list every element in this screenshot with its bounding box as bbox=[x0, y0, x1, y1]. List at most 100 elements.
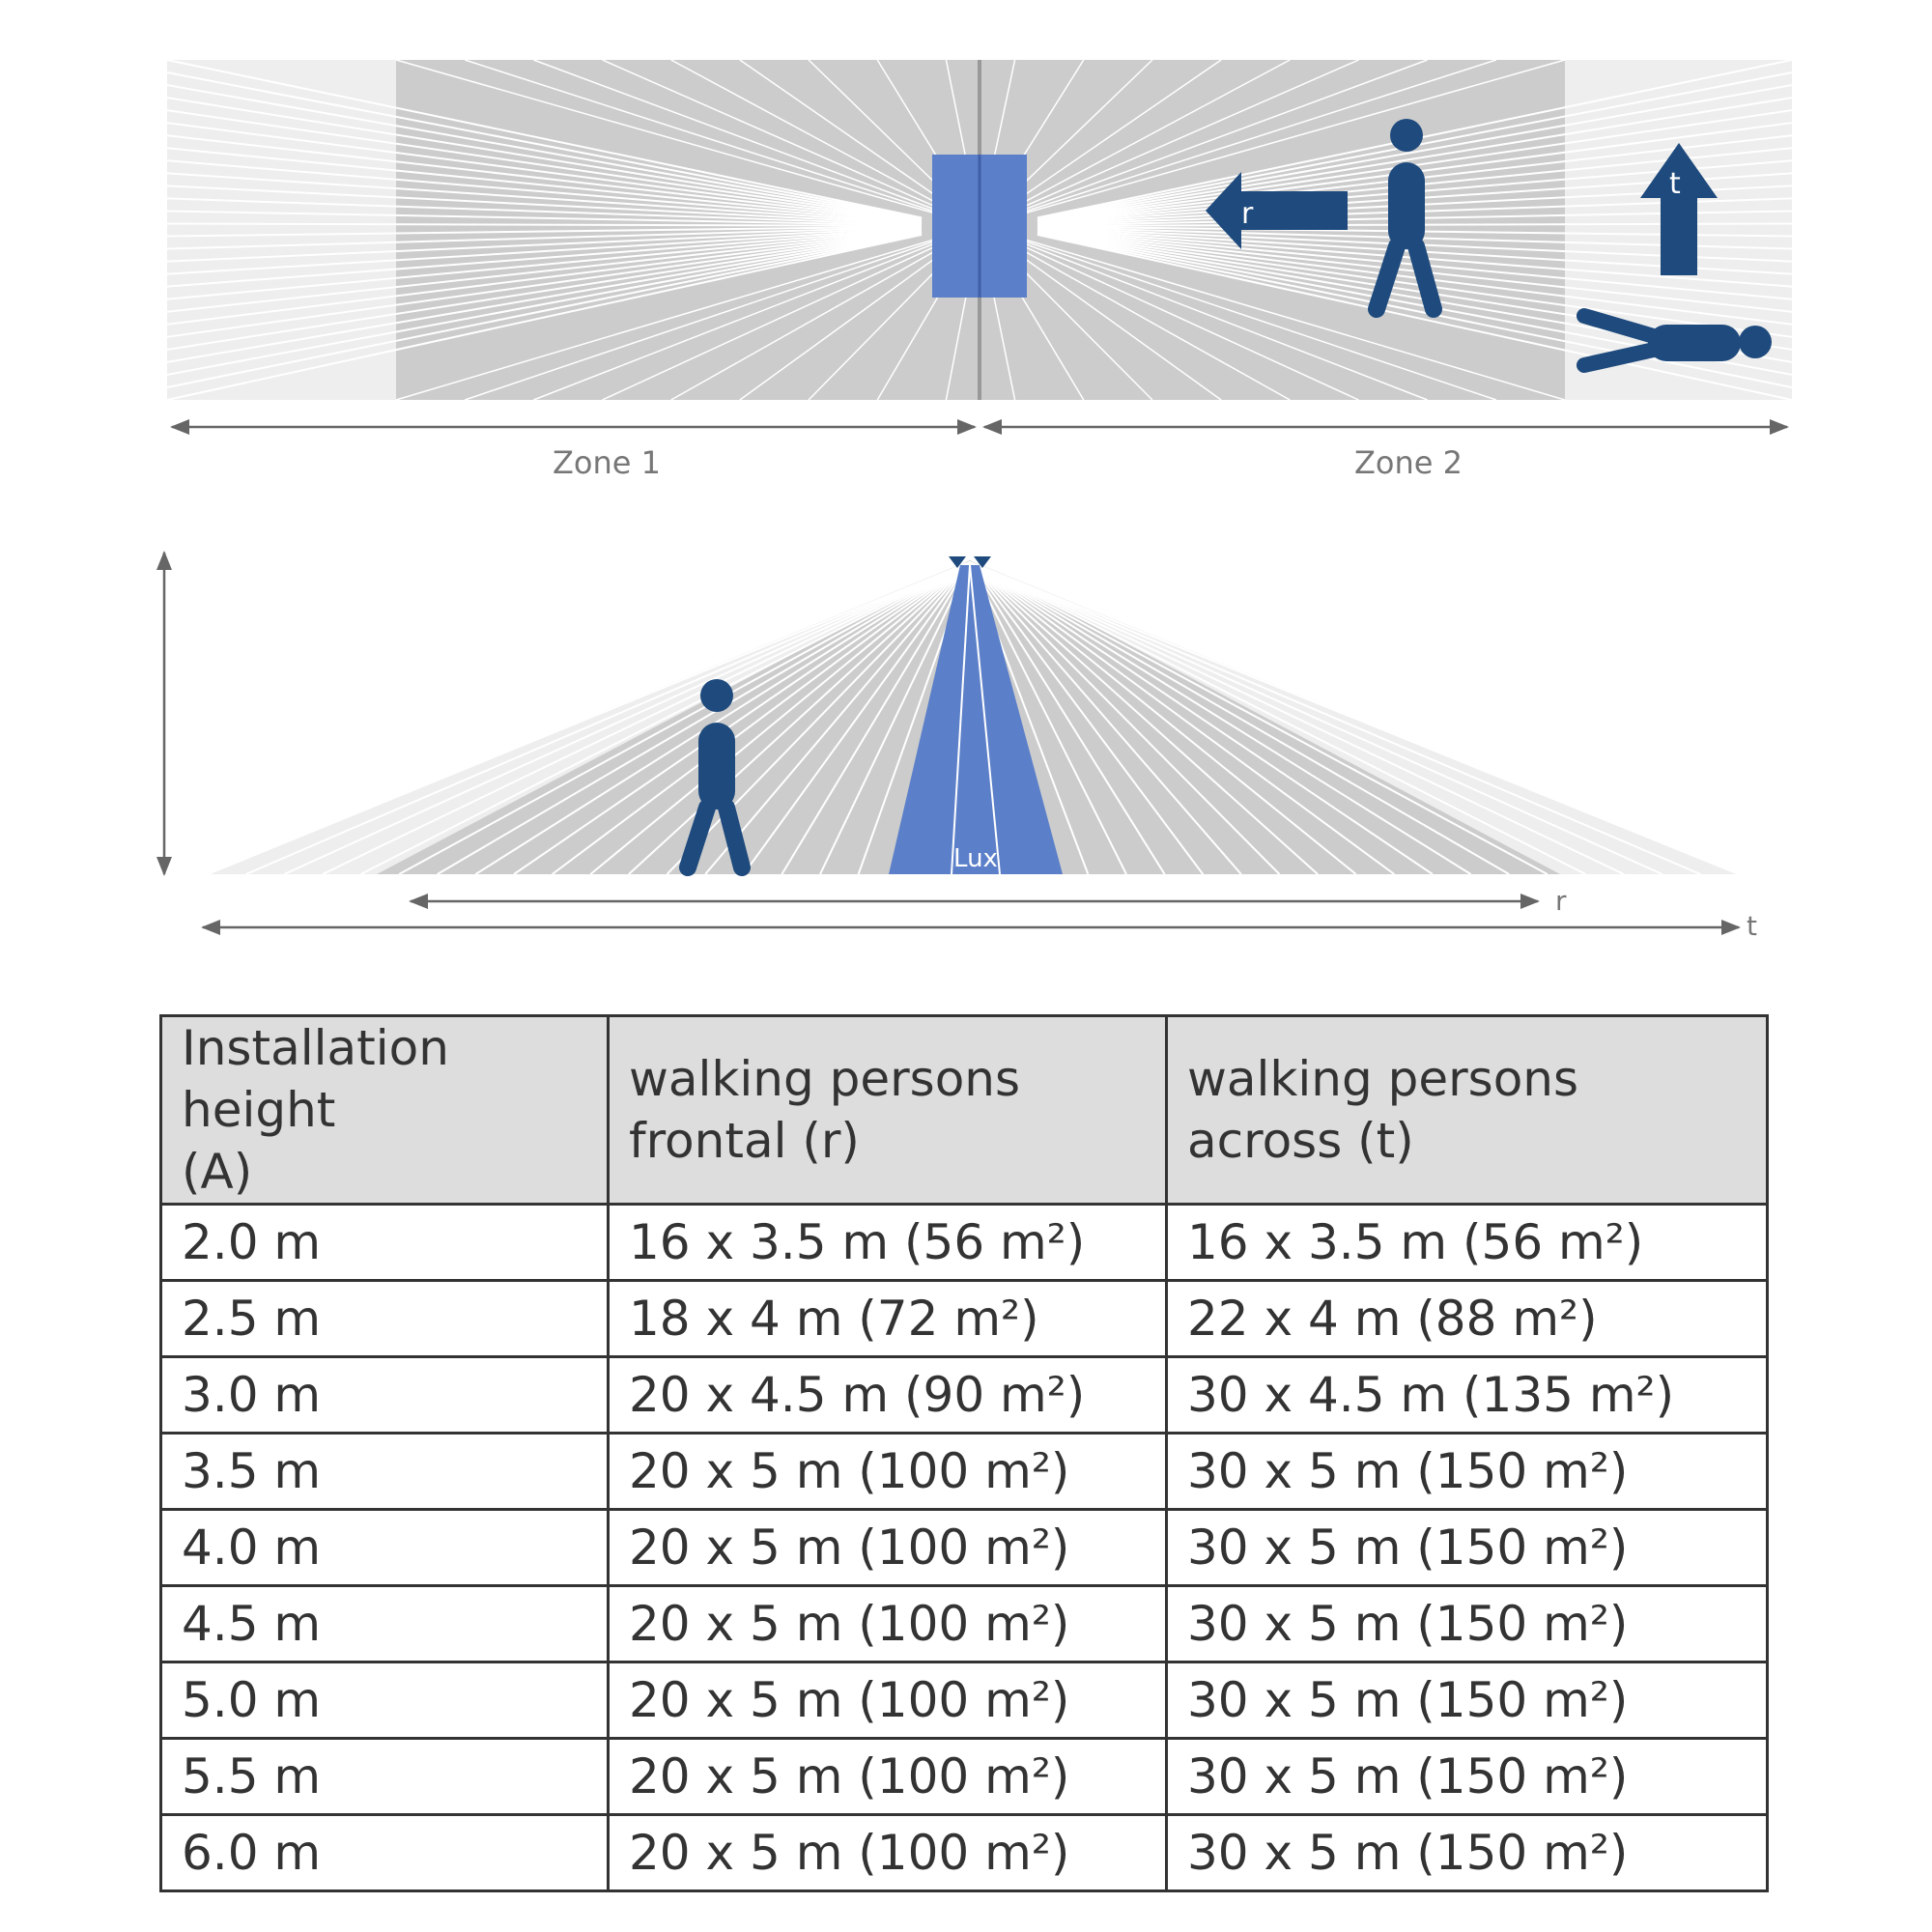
detection-ray bbox=[969, 561, 1663, 875]
detection-ray bbox=[979, 225, 1497, 401]
detection-ray bbox=[781, 561, 971, 875]
detection-ray bbox=[322, 561, 971, 875]
detection-ray bbox=[704, 561, 971, 875]
arrow-left-icon: r bbox=[1206, 172, 1348, 249]
detection-ray bbox=[283, 561, 971, 875]
detection-ray bbox=[166, 134, 923, 223]
detection-ray bbox=[166, 227, 923, 275]
detection-ray bbox=[1037, 97, 1793, 221]
detection-ray bbox=[979, 59, 1428, 227]
detection-ray bbox=[602, 59, 980, 227]
detection-ray bbox=[166, 59, 923, 219]
detection-ray bbox=[166, 109, 923, 221]
detection-ray bbox=[166, 230, 923, 338]
detection-ray bbox=[969, 561, 1395, 875]
detection-ray bbox=[464, 59, 980, 227]
detection-ray bbox=[533, 225, 980, 401]
detection-ray bbox=[166, 234, 923, 401]
detection-ray bbox=[395, 225, 980, 401]
detection-ray bbox=[552, 561, 971, 875]
detection-ray bbox=[969, 561, 1434, 875]
detection-ray bbox=[474, 561, 971, 875]
detection-ray bbox=[969, 561, 1166, 875]
detection-ray bbox=[166, 230, 923, 326]
detection-ray bbox=[166, 232, 923, 363]
frontal-range-label: r bbox=[1555, 885, 1567, 917]
detection-ray bbox=[742, 561, 971, 875]
detection-ray bbox=[166, 84, 923, 220]
arrow-t-label: t bbox=[1669, 167, 1681, 201]
detection-ray bbox=[166, 222, 923, 227]
detection-ray bbox=[969, 561, 1472, 875]
zone-dimensions: Zone 1 Zone 2 bbox=[170, 419, 1789, 481]
detection-ray bbox=[589, 561, 971, 875]
detection-ray bbox=[166, 228, 923, 288]
detection-ray bbox=[245, 561, 971, 875]
side-view: Lux r t bbox=[156, 551, 1757, 942]
detection-ray bbox=[969, 561, 1281, 875]
walking-person-side-icon bbox=[679, 679, 751, 876]
detection-ray bbox=[166, 225, 923, 238]
detection-ray bbox=[979, 225, 1291, 401]
detection-ray bbox=[1037, 84, 1793, 220]
detection-ray bbox=[1037, 230, 1793, 338]
zone-1-label: Zone 1 bbox=[553, 444, 661, 481]
detection-ray bbox=[1037, 233, 1793, 388]
detection-ray bbox=[670, 225, 980, 401]
detection-diagram: r t Zone 1 Zone 2 Lux bbox=[156, 59, 1793, 942]
detection-ray bbox=[166, 232, 923, 376]
detection-ray bbox=[819, 561, 971, 875]
detection-ray bbox=[1037, 230, 1793, 326]
ceiling-sensor-icon bbox=[949, 556, 991, 568]
detection-ray bbox=[166, 97, 923, 221]
detection-ray bbox=[969, 561, 1701, 875]
detection-ray bbox=[969, 561, 1127, 875]
detection-ray bbox=[969, 561, 1740, 875]
top-view: r t bbox=[166, 59, 1793, 401]
detection-ray bbox=[969, 561, 1319, 875]
detection-ray bbox=[207, 561, 971, 875]
detection-ray bbox=[969, 561, 1205, 875]
detection-ray bbox=[1037, 234, 1793, 401]
detection-ray bbox=[166, 185, 923, 225]
detection-ray bbox=[979, 59, 1566, 227]
header-walking-across: walking persons across (t) bbox=[1165, 1014, 1769, 1206]
detection-ray bbox=[395, 59, 980, 227]
detection-ray bbox=[398, 561, 971, 875]
header-installation-height: Installation height (A) bbox=[159, 1014, 610, 1206]
detection-ray bbox=[969, 561, 1625, 875]
detection-ray bbox=[979, 59, 1497, 227]
across-range-label: t bbox=[1747, 910, 1757, 942]
detection-ray bbox=[166, 226, 923, 250]
detection-ray bbox=[166, 226, 923, 263]
table-header-row: Installation height (A) walking persons … bbox=[159, 1014, 1769, 1206]
detection-ray bbox=[979, 225, 1428, 401]
detection-ray bbox=[464, 225, 980, 401]
detection-ray bbox=[969, 561, 1357, 875]
detection-ray bbox=[969, 561, 1242, 875]
detection-ray bbox=[979, 59, 1291, 227]
detection-ray bbox=[166, 122, 923, 222]
detection-ray bbox=[166, 71, 923, 220]
detection-ray bbox=[979, 225, 1566, 401]
detection-ray bbox=[628, 561, 971, 875]
detection-ray bbox=[166, 172, 923, 225]
detection-ray bbox=[166, 147, 923, 223]
detection-ray bbox=[979, 59, 1359, 227]
detection-ray bbox=[166, 229, 923, 313]
zone-2-label: Zone 2 bbox=[1354, 444, 1463, 481]
detection-ray bbox=[670, 59, 980, 227]
lying-person-icon bbox=[1577, 308, 1772, 373]
detection-ray bbox=[166, 197, 923, 226]
lux-label: Lux bbox=[953, 844, 998, 873]
detection-ray bbox=[166, 233, 923, 388]
detection-ray bbox=[166, 231, 923, 351]
arrow-r-label: r bbox=[1241, 197, 1254, 231]
detection-ray bbox=[513, 561, 971, 875]
